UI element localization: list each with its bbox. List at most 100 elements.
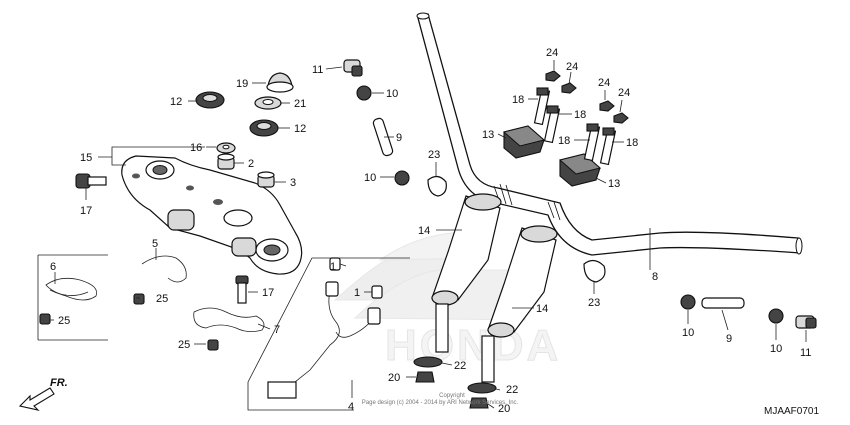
label-8: 8 xyxy=(652,271,658,283)
label-25b: 25 xyxy=(58,315,70,327)
washer-22b[interactable] xyxy=(467,382,497,394)
weight-rod-9a[interactable] xyxy=(372,117,394,157)
label-17a: 17 xyxy=(80,205,92,217)
bolt-18a[interactable] xyxy=(533,87,551,126)
label-7: 7 xyxy=(274,324,280,336)
label-10d: 10 xyxy=(770,343,782,355)
upper-holder-13a[interactable] xyxy=(502,125,546,159)
label-22b: 22 xyxy=(506,384,518,396)
terminal-1b[interactable] xyxy=(371,285,383,299)
label-6: 6 xyxy=(50,261,56,273)
label-20a: 20 xyxy=(388,372,400,384)
label-24a: 24 xyxy=(546,47,558,59)
label-13b: 13 xyxy=(608,178,620,190)
label-25a: 25 xyxy=(156,293,168,305)
nut-24a[interactable] xyxy=(545,70,561,82)
part-labels: 12 19 21 12 16 2 3 15 17 17 5 6 7 25 25 … xyxy=(50,47,811,415)
label-20b: 20 xyxy=(498,403,510,415)
weight-nut-10b[interactable] xyxy=(394,170,410,186)
weight-rod-9b[interactable] xyxy=(701,297,745,309)
wire-clamp-23a[interactable] xyxy=(427,175,447,197)
rubber-bushing-12a[interactable] xyxy=(195,91,225,109)
label-3: 3 xyxy=(290,177,296,189)
front-direction-arrow: FR. xyxy=(18,377,68,411)
diagram-code: MJAAF0701 xyxy=(764,406,819,417)
washer-16[interactable] xyxy=(216,142,236,154)
label-25c: 25 xyxy=(178,339,190,351)
label-4: 4 xyxy=(348,401,354,413)
washer-21[interactable] xyxy=(254,96,282,110)
label-14a: 14 xyxy=(418,225,430,237)
label-13a: 13 xyxy=(482,129,494,141)
switch-clamp-11a[interactable] xyxy=(343,59,363,77)
label-10c: 10 xyxy=(682,327,694,339)
bolt-25b[interactable] xyxy=(39,313,51,325)
top-bridge[interactable] xyxy=(121,155,303,275)
lower-holder-14b[interactable] xyxy=(481,225,558,383)
nut-24d[interactable] xyxy=(613,112,629,124)
label-24c: 24 xyxy=(598,77,610,89)
bolt-25c[interactable] xyxy=(207,339,219,351)
bolt-17a[interactable] xyxy=(75,173,107,189)
bushing-3[interactable] xyxy=(257,171,275,188)
label-24b: 24 xyxy=(566,61,578,73)
bolt-18d[interactable] xyxy=(599,127,617,166)
copyright-line-1: Copyright xyxy=(439,393,465,399)
label-18a: 18 xyxy=(512,94,524,106)
label-17b: 17 xyxy=(262,287,274,299)
label-12b: 12 xyxy=(294,123,306,135)
label-24d: 24 xyxy=(618,87,630,99)
label-14b: 14 xyxy=(536,303,548,315)
label-23b: 23 xyxy=(588,297,600,309)
bolt-18c[interactable] xyxy=(583,123,601,162)
bolt-18b[interactable] xyxy=(543,105,561,144)
harness-clip-7[interactable] xyxy=(193,307,265,332)
label-11a: 11 xyxy=(312,64,323,76)
label-2: 2 xyxy=(248,158,254,170)
label-10a: 10 xyxy=(386,88,398,100)
label-9b: 9 xyxy=(726,333,732,345)
rubber-bushing-12b[interactable] xyxy=(249,119,279,137)
leader-lines xyxy=(50,60,807,409)
bolt-17b[interactable] xyxy=(235,275,249,304)
wire-clamp-5[interactable] xyxy=(141,255,187,283)
label-19: 19 xyxy=(236,78,248,90)
label-18c: 18 xyxy=(558,135,570,147)
label-11b: 11 xyxy=(800,347,811,359)
label-1b: 1 xyxy=(354,287,360,299)
weight-nut-10d[interactable] xyxy=(768,308,784,324)
front-arrow-label: FR. xyxy=(50,377,68,389)
harness-clip-6[interactable] xyxy=(45,277,98,301)
inset-border xyxy=(37,254,108,341)
nut-20a[interactable] xyxy=(415,371,435,383)
label-18d: 18 xyxy=(626,137,638,149)
label-5: 5 xyxy=(152,238,158,250)
label-18b: 18 xyxy=(574,109,586,121)
switch-harness-4[interactable] xyxy=(267,281,381,399)
nut-24c[interactable] xyxy=(599,100,615,112)
washer-22a[interactable] xyxy=(413,356,443,368)
label-12a: 12 xyxy=(170,96,182,108)
copyright-line-2: Page design (c) 2004 - 2014 by ARI Netwo… xyxy=(362,400,519,406)
switch-clamp-11b[interactable] xyxy=(795,315,817,329)
nut-20b[interactable] xyxy=(469,397,489,409)
wire-clamp-23b[interactable] xyxy=(583,259,606,283)
label-1a: 1 xyxy=(330,261,336,273)
upper-holder-13b[interactable] xyxy=(558,153,602,187)
label-21: 21 xyxy=(294,98,306,110)
harness-inset-border xyxy=(247,257,410,411)
bushing-2[interactable] xyxy=(217,153,235,170)
weight-nut-10c[interactable] xyxy=(680,294,696,310)
cap-19[interactable] xyxy=(266,72,294,93)
nut-24b[interactable] xyxy=(561,82,577,94)
honda-watermark-text: HONDA xyxy=(385,321,561,370)
label-9a: 9 xyxy=(396,132,402,144)
label-22a: 22 xyxy=(454,360,466,372)
handlebar-pipe[interactable] xyxy=(416,12,803,256)
weight-nut-10a[interactable] xyxy=(356,85,372,101)
bolt-25a[interactable] xyxy=(133,293,145,305)
label-10b: 10 xyxy=(364,172,376,184)
lower-holder-14a[interactable] xyxy=(431,193,502,353)
